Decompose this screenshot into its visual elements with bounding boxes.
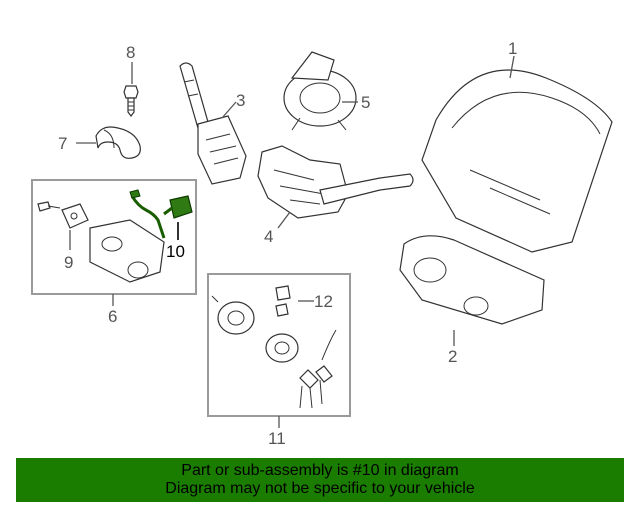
banner-line-1: Part or sub-assembly is #10 in diagram <box>181 462 459 479</box>
leader-1 <box>509 55 515 79</box>
subassembly-6-frame <box>31 179 197 295</box>
part-4-combination-switch[interactable] <box>257 145 414 219</box>
callout-5[interactable]: 5 <box>361 93 370 112</box>
leader-3 <box>221 101 237 119</box>
part-8-bolt[interactable] <box>123 85 139 117</box>
lock-cylinder-2[interactable] <box>265 333 299 363</box>
ignition-lock-body[interactable] <box>89 219 165 283</box>
callout-8[interactable]: 8 <box>126 43 135 62</box>
part-2-lower-shroud[interactable] <box>399 235 545 325</box>
lock-cylinder-1[interactable] <box>211 295 255 335</box>
part-9-bracket[interactable] <box>37 201 89 229</box>
part-12-retainer[interactable] <box>275 285 291 317</box>
part-5-clock-spring[interactable] <box>283 51 357 131</box>
callout-10[interactable]: 10 <box>166 242 185 261</box>
keys[interactable] <box>299 329 337 409</box>
callout-3[interactable]: 3 <box>236 91 245 110</box>
disclaimer-banner: Part or sub-assembly is #10 in diagram D… <box>16 458 624 502</box>
callout-12[interactable]: 12 <box>314 292 333 311</box>
banner-line-2: Diagram may not be specific to your vehi… <box>165 480 475 497</box>
part-10-harness-connector[interactable] <box>129 189 193 239</box>
callout-1[interactable]: 1 <box>508 39 517 58</box>
callout-9[interactable]: 9 <box>64 253 73 272</box>
callout-11[interactable]: 11 <box>268 429 286 448</box>
part-3-wiper-switch[interactable] <box>179 62 247 185</box>
callout-6[interactable]: 6 <box>108 307 117 326</box>
part-1-upper-shroud[interactable] <box>421 69 613 253</box>
callout-2[interactable]: 2 <box>448 347 457 366</box>
callout-4[interactable]: 4 <box>264 227 273 246</box>
leader-4 <box>277 211 291 229</box>
part-7-bracket[interactable] <box>95 126 141 159</box>
callout-7[interactable]: 7 <box>58 134 67 153</box>
